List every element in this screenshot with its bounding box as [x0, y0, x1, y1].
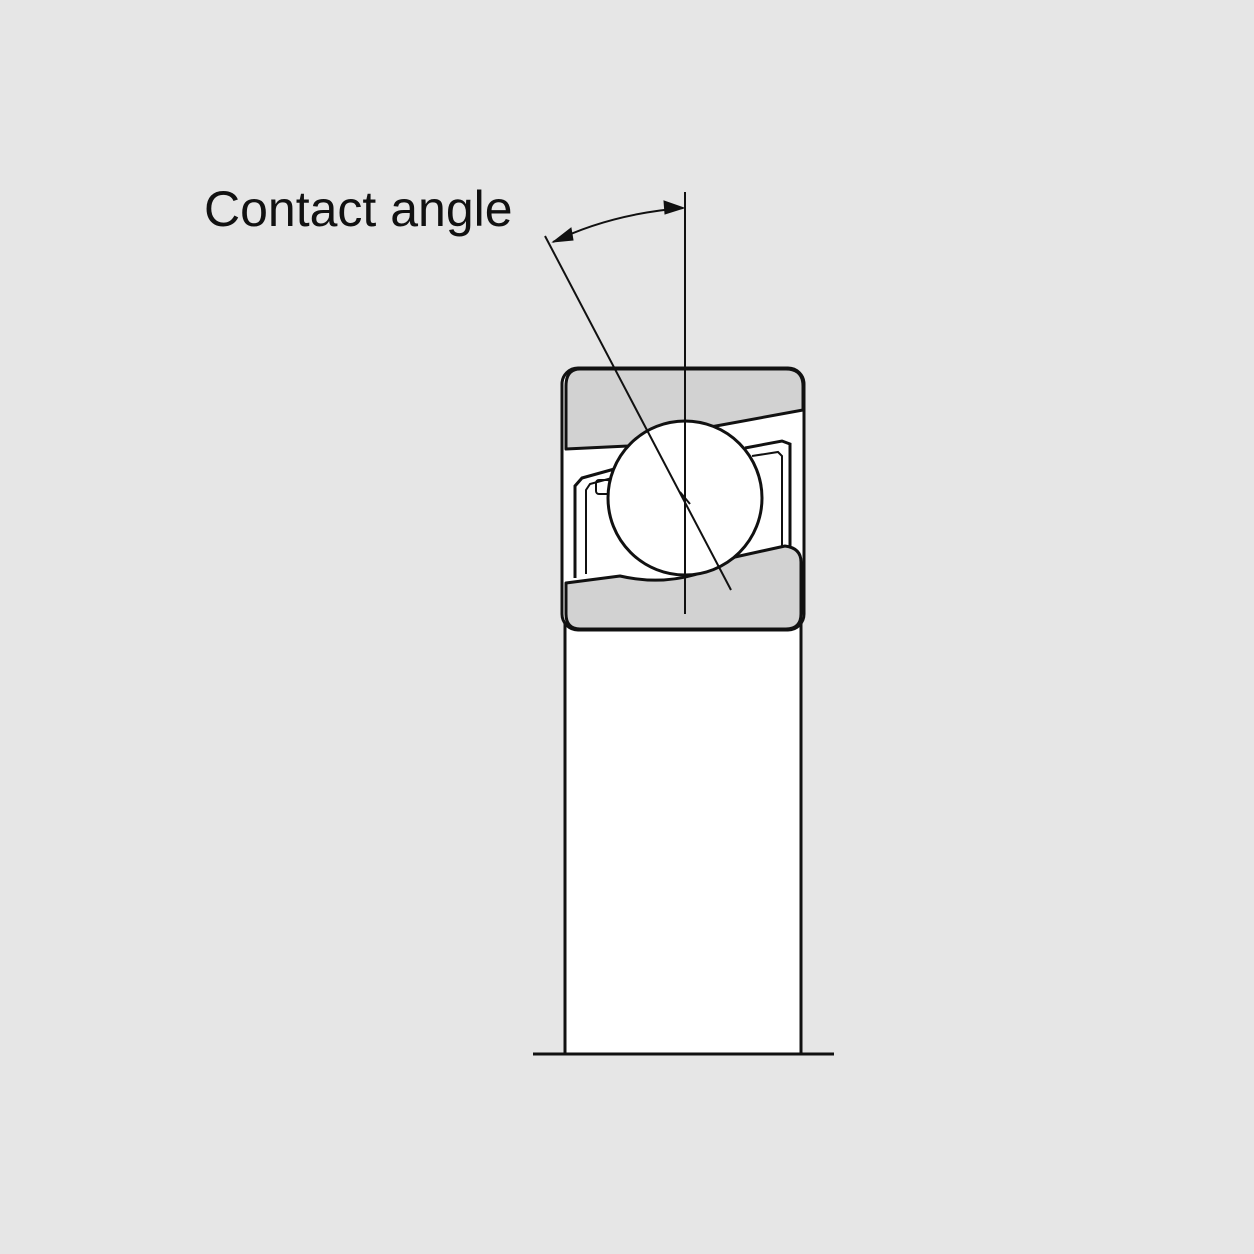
cage-right-inner — [751, 450, 783, 548]
angle-arrow-left — [551, 227, 574, 243]
cage-left — [573, 466, 619, 578]
angle-arrow-right — [663, 200, 686, 215]
inner-bore-body — [563, 598, 803, 1056]
ball-center-mark — [679, 491, 691, 505]
contact-line — [544, 235, 732, 591]
contact-angle-label: Contact angle — [204, 181, 513, 237]
cage-right — [744, 439, 792, 548]
inner-ring — [564, 544, 803, 631]
